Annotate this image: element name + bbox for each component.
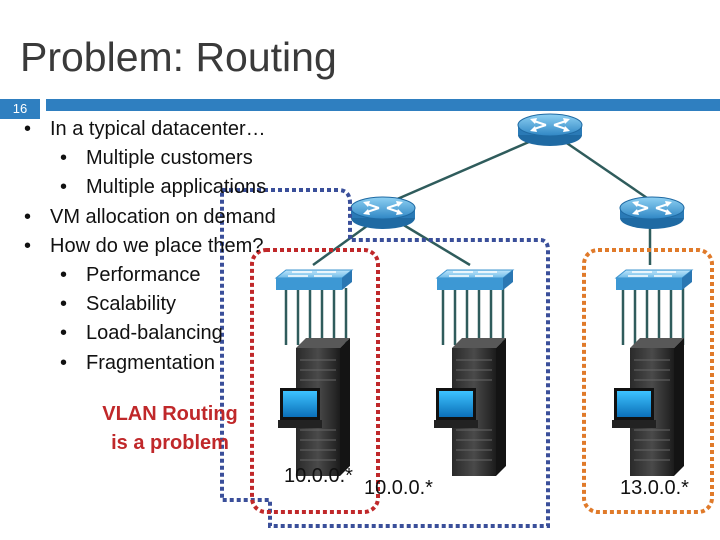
aggregation-router-left-icon <box>350 196 416 230</box>
server-rack-3-icon <box>611 337 685 477</box>
vlan-routing-note: VLAN Routing is a problem <box>102 403 238 454</box>
bullet-item: •Performance <box>60 263 201 286</box>
bullet-item: •Load-balancing <box>60 322 223 345</box>
bullet-item: •Scalability <box>60 293 177 316</box>
orange-group-outline <box>582 248 714 514</box>
red-group-outline <box>250 248 380 514</box>
bullet-list: •In a typical datacenter… •Multiple cust… <box>24 115 276 378</box>
bullet-item: •In a typical datacenter… <box>24 118 266 140</box>
bullet-item: •Multiple applications <box>60 176 267 199</box>
slide-title: Problem: Routing <box>20 34 337 80</box>
aggregation-router-right-icon <box>619 196 685 230</box>
ip-label-blue-group: 10.0.0.* <box>364 477 433 499</box>
server-rack-1-icon <box>277 337 351 477</box>
link-core-agg-left <box>394 133 546 202</box>
server-links <box>284 288 685 345</box>
switch-1-icon <box>275 269 353 291</box>
title-bar <box>46 99 720 111</box>
bullet-item: •How do we place them? <box>24 234 264 257</box>
slide-number: 16 <box>0 99 40 119</box>
ip-label-red-group: 10.0.0.* <box>284 465 353 487</box>
bullet-item: •Multiple customers <box>60 147 253 170</box>
switch-2-icon <box>436 269 514 291</box>
blue-group-outline <box>220 188 550 528</box>
bullet-item: •Fragmentation <box>60 351 215 374</box>
bullet-item: •VM allocation on demand <box>24 205 276 228</box>
link-core-agg-right <box>554 133 651 202</box>
switch-3-icon <box>615 269 693 291</box>
server-rack-2-icon <box>433 337 507 477</box>
core-router-icon <box>517 113 583 147</box>
ip-label-orange-group: 13.0.0.* <box>620 477 689 499</box>
